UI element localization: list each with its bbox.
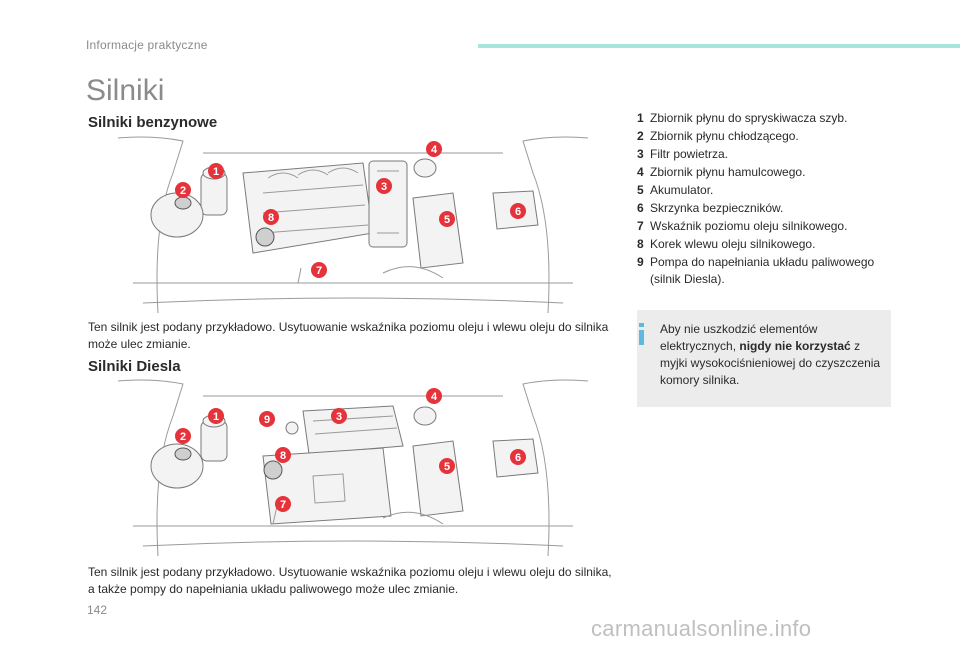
petrol-marker-2: 2 — [175, 182, 191, 198]
diesel-marker-1: 1 — [208, 408, 224, 424]
svg-text:6: 6 — [515, 452, 521, 464]
info-icon — [639, 323, 644, 345]
diesel-marker-7: 7 — [275, 496, 291, 512]
petrol-marker-8: 8 — [263, 209, 279, 225]
petrol-marker-5: 5 — [439, 211, 455, 227]
legend-text: Zbiornik płynu hamulcowego. — [650, 165, 806, 179]
svg-text:1: 1 — [213, 411, 219, 423]
petrol-engines-heading: Silniki benzynowe — [88, 114, 218, 131]
svg-text:8: 8 — [268, 212, 274, 224]
page-number: 142 — [87, 603, 108, 617]
legend-text: Wskaźnik poziomu oleju silnikowego. — [650, 219, 848, 233]
header-accent-bar — [478, 44, 960, 48]
svg-text:6: 6 — [515, 206, 521, 218]
page-title: Silniki — [86, 74, 165, 107]
section-header: Informacje praktyczne — [86, 38, 208, 52]
legend-item: 7 Wskaźnik poziomu oleju silnikowego. — [637, 218, 907, 235]
info-text-before: Aby nie uszkodzić elementów elektrycznyc… — [660, 322, 818, 353]
info-text-bold: nigdy nie korzystać — [739, 339, 851, 353]
diesel-engine-note: Ten silnik jest podany przykładowo. Usyt… — [88, 565, 612, 596]
info-text: Aby nie uszkodzić elementów elektrycznyc… — [660, 321, 881, 389]
diesel-marker-8: 8 — [275, 447, 291, 463]
legend-number: 9 — [637, 255, 644, 269]
diesel-marker-5: 5 — [439, 458, 455, 474]
legend-text: Skrzynka bezpieczników. — [650, 201, 784, 215]
svg-text:2: 2 — [180, 431, 186, 443]
diesel-engine-illustration: 1 2 3 4 5 6 7 8 9 — [117, 379, 589, 557]
diesel-marker-6: 6 — [510, 449, 526, 465]
petrol-engine-note: Ten silnik jest podany przykładowo. Usyt… — [88, 320, 609, 351]
legend-item: 9 Pompa do napełniania układu paliwowego … — [637, 254, 907, 287]
info-text-after: z myjki wysokociśnieniowej do czyszczeni… — [660, 339, 881, 387]
legend-number: 2 — [637, 129, 644, 143]
legend-item: 1 Zbiornik płynu do spryskiwacza szyb. — [637, 110, 907, 127]
legend-text: Zbiornik płynu do spryskiwacza szyb. — [650, 111, 848, 125]
legend-number: 6 — [637, 201, 644, 215]
watermark: carmanualsonline.info — [591, 616, 812, 641]
petrol-marker-6: 6 — [510, 203, 526, 219]
legend-text: Pompa do napełniania układu paliwowego (… — [650, 255, 875, 286]
legend-item: 8 Korek wlewu oleju silnikowego. — [637, 236, 907, 253]
legend-number: 3 — [637, 147, 644, 161]
legend-item: 2 Zbiornik płynu chłodzącego. — [637, 128, 907, 145]
svg-text:9: 9 — [264, 414, 270, 426]
petrol-marker-7: 7 — [311, 262, 327, 278]
legend-text: Zbiornik płynu chłodzącego. — [650, 129, 799, 143]
svg-text:7: 7 — [280, 499, 286, 511]
legend-item: 5 Akumulator. — [637, 182, 907, 199]
diesel-marker-9: 9 — [259, 411, 275, 427]
legend-number: 8 — [637, 237, 644, 251]
legend-text: Korek wlewu oleju silnikowego. — [650, 237, 816, 251]
legend-item: 6 Skrzynka bezpieczników. — [637, 200, 907, 217]
diesel-marker-3: 3 — [331, 408, 347, 424]
svg-text:7: 7 — [316, 265, 322, 277]
legend-item: 3 Filtr powietrza. — [637, 146, 907, 163]
svg-text:8: 8 — [280, 450, 286, 462]
legend-text: Filtr powietrza. — [650, 147, 729, 161]
diesel-marker-4: 4 — [426, 388, 442, 404]
svg-text:4: 4 — [431, 391, 438, 403]
petrol-marker-3: 3 — [376, 178, 392, 194]
legend-item: 4 Zbiornik płynu hamulcowego. — [637, 164, 907, 181]
svg-text:1: 1 — [213, 166, 219, 178]
svg-text:5: 5 — [444, 214, 450, 226]
svg-text:4: 4 — [431, 144, 438, 156]
info-box: Aby nie uszkodzić elementów elektrycznyc… — [637, 310, 891, 407]
svg-text:3: 3 — [336, 411, 342, 423]
svg-text:3: 3 — [381, 181, 387, 193]
petrol-engine-illustration: 1 2 3 4 5 6 7 8 — [117, 136, 589, 314]
diesel-marker-2: 2 — [175, 428, 191, 444]
petrol-marker-1: 1 — [208, 163, 224, 179]
diesel-engines-heading: Silniki Diesla — [88, 358, 181, 375]
legend-number: 4 — [637, 165, 644, 179]
legend-number: 7 — [637, 219, 644, 233]
legend-number: 1 — [637, 111, 644, 125]
petrol-marker-4: 4 — [426, 141, 442, 157]
svg-text:2: 2 — [180, 185, 186, 197]
svg-text:5: 5 — [444, 461, 450, 473]
legend-number: 5 — [637, 183, 644, 197]
legend-text: Akumulator. — [650, 183, 714, 197]
